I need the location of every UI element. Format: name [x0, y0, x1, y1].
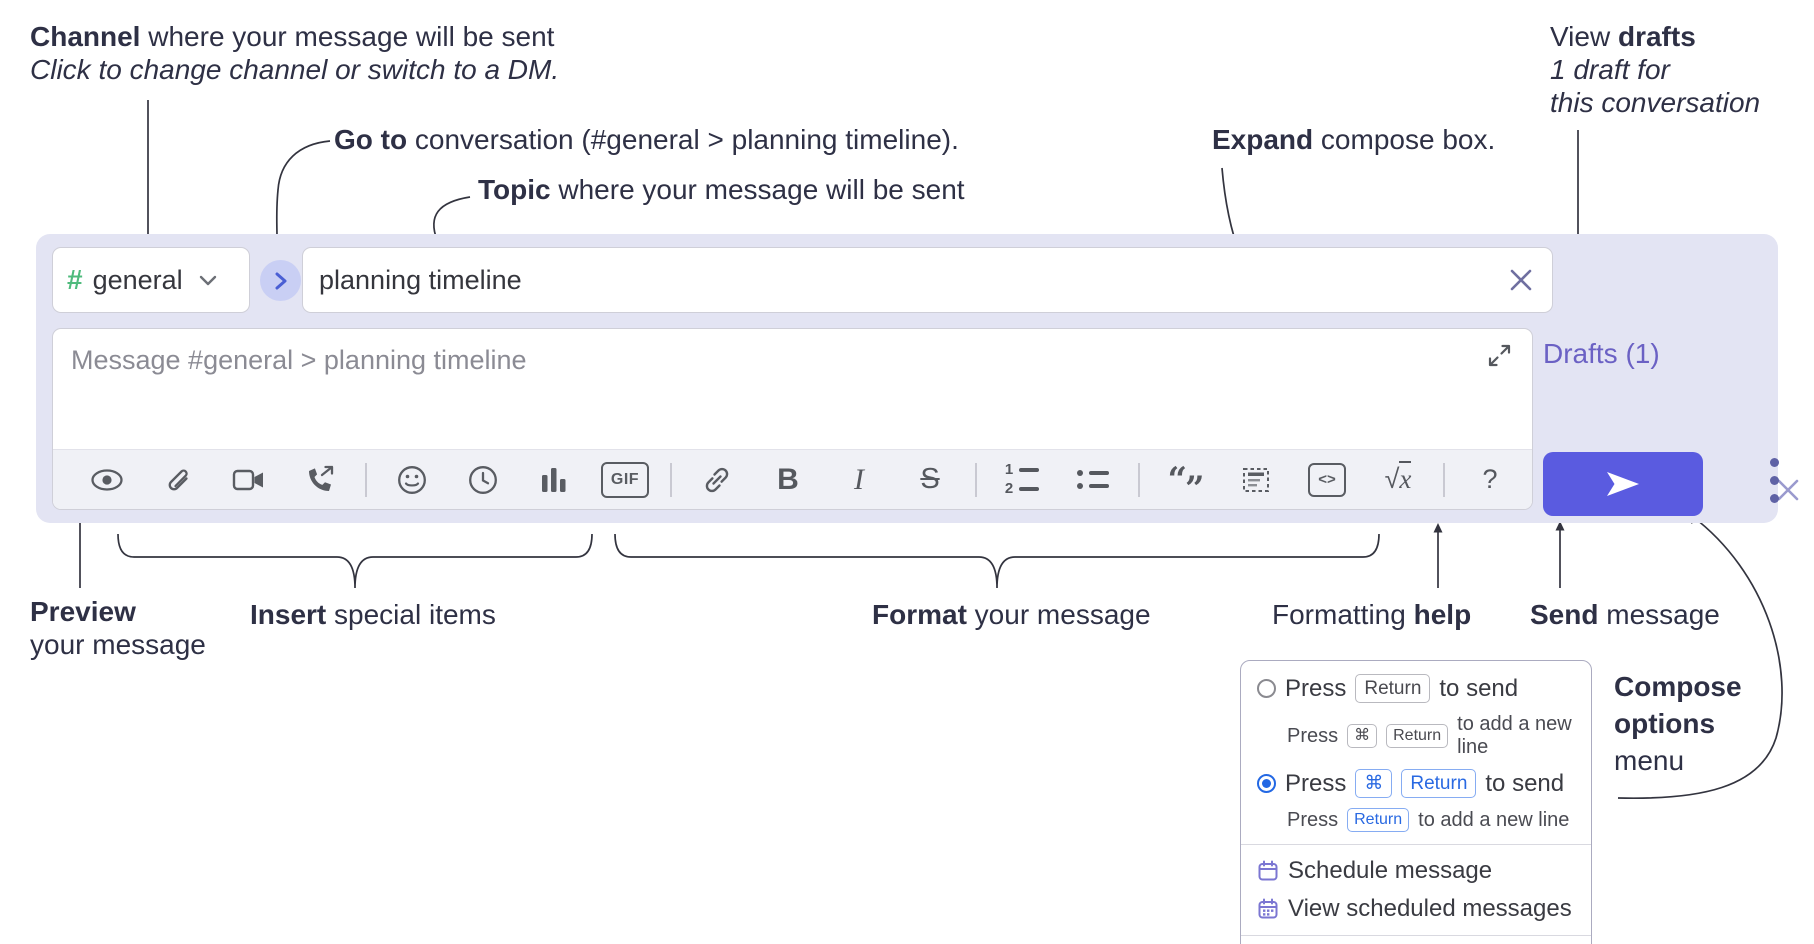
gif-button[interactable]: GIF [599, 452, 651, 508]
compose-options-menu-button[interactable] [1770, 458, 1779, 503]
math-icon: √x [1385, 461, 1412, 495]
radio-unselected[interactable] [1257, 679, 1276, 698]
clock-icon [469, 465, 497, 494]
formatting-help-button[interactable]: ? [1464, 452, 1516, 508]
toolbar-divider [670, 462, 672, 497]
send-shortcut-option-cmd-enter[interactable]: Press ⌘ Return to send [1241, 764, 1591, 803]
send-button[interactable] [1543, 452, 1703, 516]
clear-topic-button[interactable] [1508, 267, 1534, 293]
annotation-topic: Topic where your message will be sent [478, 174, 965, 205]
spoiler-button[interactable] [1230, 452, 1282, 508]
link-button[interactable] [691, 452, 743, 508]
link-icon [705, 467, 729, 492]
phone-call-icon [309, 465, 334, 491]
radio-selected[interactable] [1257, 774, 1276, 793]
calendar-grid-icon [1257, 898, 1279, 920]
italic-icon: I [854, 462, 864, 496]
menu-divider [1241, 844, 1591, 845]
toolbar-divider [1138, 462, 1140, 497]
goto-arrow [275, 140, 331, 239]
toolbar-divider [975, 462, 977, 497]
bar-chart-icon [542, 467, 566, 492]
chevron-down-icon [199, 275, 216, 285]
code-button[interactable]: <> [1301, 452, 1353, 508]
strikethrough-icon: S [920, 463, 940, 495]
annotation-compose-options: Compose options menu [1614, 671, 1742, 776]
message-input-box[interactable]: Message #general > planning timeline [52, 328, 1533, 510]
go-to-conversation-button[interactable] [260, 260, 301, 301]
paperclip-icon [168, 469, 188, 490]
bold-icon: B [777, 462, 799, 496]
topic-input[interactable] [303, 264, 1490, 296]
calendar-icon [1257, 860, 1279, 882]
compose-toolbar: GIF B I [53, 449, 1532, 509]
send-shortcut-option-enter[interactable]: Press Return to send [1241, 669, 1591, 708]
bulleted-list-button[interactable] [1067, 452, 1119, 508]
menu-item-view-scheduled[interactable]: View scheduled messages [1241, 890, 1591, 928]
quote-icon: “” [1167, 459, 1204, 509]
emoji-button[interactable] [386, 452, 438, 508]
hash-icon: # [67, 264, 83, 295]
annotation-send: Send message [1530, 599, 1720, 630]
annotation-goto: Go to conversation (#general > planning … [334, 124, 959, 155]
annotation-formatting-help: Formatting help [1272, 599, 1472, 630]
video-call-button[interactable] [223, 452, 275, 508]
italic-button[interactable]: I [833, 452, 885, 508]
send-shortcut-option-cmd-enter-sub: Press Return to add a new line [1287, 808, 1570, 832]
code-icon: <> [1308, 462, 1346, 497]
ellipsis-icon [1770, 458, 1779, 467]
toolbar-divider [365, 462, 367, 497]
attach-file-button[interactable] [152, 452, 204, 508]
math-button[interactable]: √x [1372, 452, 1424, 508]
close-icon [1510, 269, 1532, 291]
channel-selector[interactable]: # general [52, 247, 250, 313]
quote-button[interactable]: “” [1159, 452, 1211, 509]
compose-options-menu: Press Return to send Press ⌘ Return to a… [1240, 660, 1592, 944]
eye-icon [91, 468, 123, 491]
send-shortcut-option-enter-sub: Press ⌘ Return to add a new line [1287, 713, 1572, 758]
annotation-format: Format your message [872, 599, 1151, 630]
insert-brace [117, 533, 593, 589]
send-icon [1607, 472, 1639, 496]
strikethrough-button[interactable]: S [904, 452, 956, 508]
toolbar-divider [1443, 462, 1445, 497]
global-time-button[interactable] [457, 452, 509, 508]
close-compose-button[interactable] [1772, 474, 1804, 511]
preview-button[interactable] [81, 452, 133, 508]
close-icon [1777, 479, 1799, 501]
menu-item-schedule-message[interactable]: Schedule message [1241, 852, 1591, 890]
poll-button[interactable] [528, 452, 580, 508]
question-icon: ? [1482, 464, 1498, 494]
numbered-list-icon: 1 2 [1005, 462, 1040, 496]
annotation-expand: Expand compose box. [1212, 124, 1496, 155]
gif-icon: GIF [601, 461, 649, 498]
message-placeholder: Message #general > planning timeline [71, 345, 527, 375]
annotation-preview: Preview your message [30, 596, 206, 660]
annotation-channel: Channel where your message will be sent … [30, 21, 560, 85]
expand-icon [1488, 344, 1511, 367]
bold-button[interactable]: B [762, 452, 814, 508]
format-brace [614, 533, 1380, 589]
compose-box: # general Message #genera [36, 234, 1799, 523]
annotation-insert: Insert special items [250, 599, 496, 630]
voice-call-button[interactable] [294, 452, 346, 508]
annotation-view-drafts: View drafts 1 draft for this conversatio… [1550, 21, 1761, 118]
drafts-link[interactable]: Drafts (1) [1543, 338, 1660, 369]
expand-compose-button[interactable] [1487, 343, 1512, 373]
channel-name: general [92, 264, 183, 295]
video-camera-icon [232, 469, 263, 490]
numbered-list-button[interactable]: 1 2 [996, 452, 1048, 508]
spoiler-icon [1243, 467, 1269, 492]
chevron-right-icon [275, 272, 286, 289]
smiley-icon [398, 465, 426, 494]
topic-input-box [302, 247, 1553, 313]
menu-divider [1241, 935, 1591, 936]
bulleted-list-icon [1077, 470, 1109, 489]
